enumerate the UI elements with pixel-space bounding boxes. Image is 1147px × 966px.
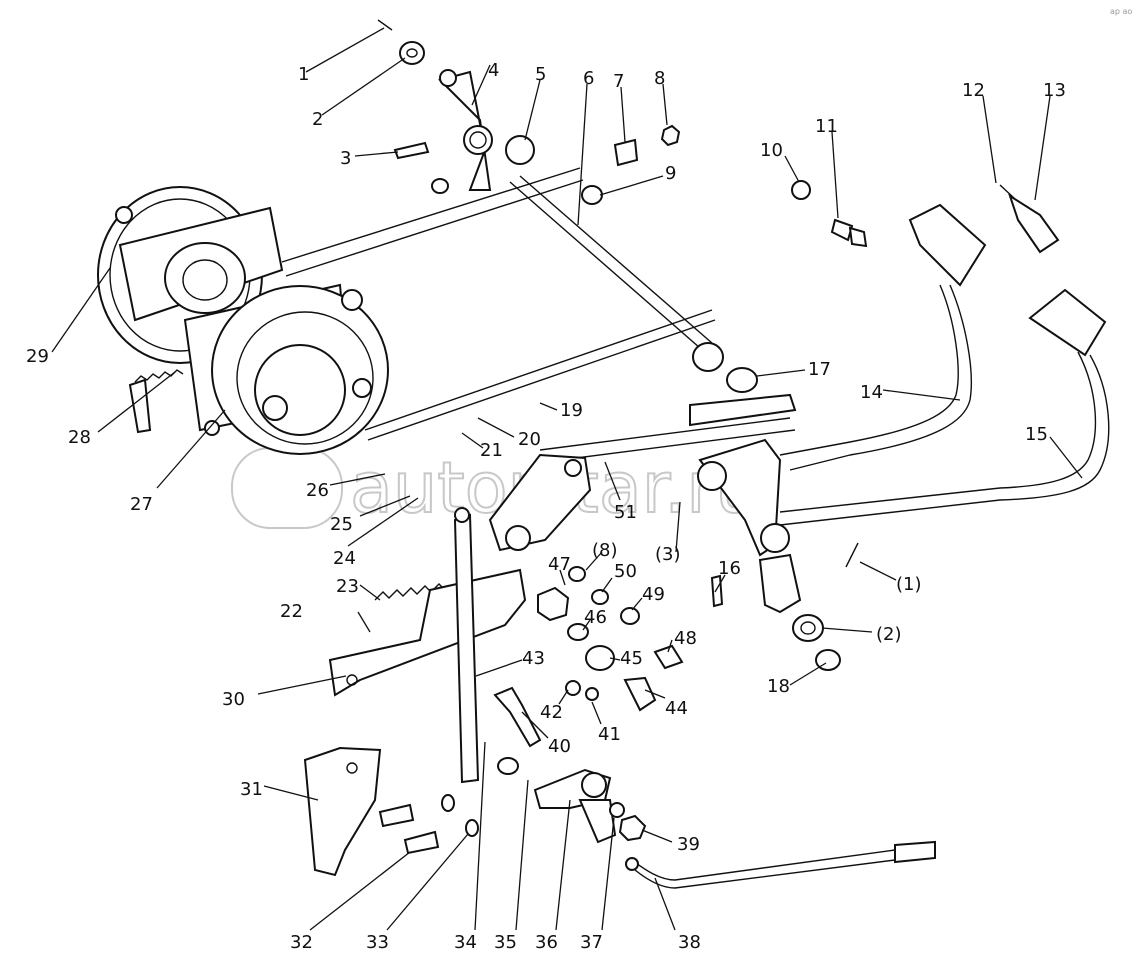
pin-1b: [845, 542, 859, 568]
hardware-cluster: [493, 566, 684, 748]
callout-36: 36: [535, 932, 558, 953]
callout-21: 21: [480, 440, 503, 461]
bushing-7: [613, 138, 639, 167]
bracket-30: [328, 568, 527, 697]
washer-2b: [792, 614, 824, 642]
callout-8-paren: (8): [592, 540, 618, 561]
lever-36: [533, 768, 617, 844]
bolts-32: [378, 803, 440, 855]
callout-11: 11: [815, 116, 838, 137]
callout-5: 5: [535, 64, 546, 85]
callout-26: 26: [306, 480, 329, 501]
callout-19: 19: [560, 400, 583, 421]
callout-8: 8: [654, 68, 665, 89]
pedal-14: [779, 203, 987, 471]
callout-49: 49: [642, 584, 665, 605]
callout-18: 18: [767, 676, 790, 697]
pin-1: [377, 19, 393, 31]
callout-4: 4: [488, 60, 499, 81]
fitting-16: [710, 574, 724, 608]
callout-labels: 1 2 3 4 5 6 7 8 9 10 11 12 13 14 15 16 1…: [26, 60, 1066, 953]
leader-lines: [51, 27, 1083, 931]
brake-chamber-27: [183, 283, 389, 455]
nut-39: [618, 814, 647, 842]
washer-small: [431, 178, 449, 194]
nut-8: [660, 124, 681, 147]
callout-42: 42: [540, 702, 563, 723]
callout-25: 25: [330, 514, 353, 535]
callout-9: 9: [665, 163, 676, 184]
callout-29: 29: [26, 346, 49, 367]
shafts: [281, 167, 796, 463]
callout-35: 35: [494, 932, 517, 953]
callout-41: 41: [598, 724, 621, 745]
pedal-15: [779, 288, 1110, 526]
callout-45: 45: [620, 648, 643, 669]
callout-39: 39: [677, 834, 700, 855]
callout-16: 16: [718, 558, 741, 579]
callout-44: 44: [665, 698, 688, 719]
washer-10: [791, 180, 811, 200]
bolt-11: [830, 218, 868, 248]
key-3: [393, 141, 430, 160]
callout-50: 50: [614, 561, 637, 582]
callout-6: 6: [583, 68, 594, 89]
callout-1-paren: (1): [896, 574, 922, 595]
callout-51: 51: [614, 502, 637, 523]
pin-12: [999, 184, 1015, 199]
callout-48: 48: [674, 628, 697, 649]
lever-4: [438, 69, 493, 191]
callout-46: 46: [584, 607, 607, 628]
callout-40: 40: [548, 736, 571, 757]
callout-10: 10: [760, 140, 783, 161]
line-38: [625, 840, 936, 889]
callout-22: 22: [280, 601, 303, 622]
callout-23: 23: [336, 576, 359, 597]
pad-13: [1008, 193, 1060, 254]
pushrod-19: [689, 393, 797, 427]
callout-24: 24: [333, 548, 356, 569]
callout-3: 3: [340, 148, 351, 169]
ring-9: [581, 185, 603, 205]
callout-32: 32: [290, 932, 313, 953]
washer-34: [497, 757, 519, 775]
bushing-5: [505, 135, 535, 165]
callout-3-paren: (3): [655, 544, 681, 565]
callout-34: 34: [454, 932, 477, 953]
callout-14: 14: [860, 382, 883, 403]
callout-20: 20: [518, 429, 541, 450]
callout-12: 12: [962, 80, 985, 101]
clevis-17: [692, 342, 758, 393]
callout-1: 1: [298, 64, 309, 85]
washers-33: [441, 794, 479, 837]
callout-43: 43: [522, 648, 545, 669]
callout-15: 15: [1025, 424, 1048, 445]
lever-51: [488, 453, 592, 552]
corner-mark: ap ao: [1110, 7, 1132, 16]
callout-33: 33: [366, 932, 389, 953]
callout-47: 47: [548, 554, 571, 575]
callout-38: 38: [678, 932, 701, 953]
washer-2: [399, 41, 425, 65]
callout-17: 17: [808, 359, 831, 380]
callout-37: 37: [580, 932, 603, 953]
callout-28: 28: [68, 427, 91, 448]
link-43: [453, 507, 480, 784]
callout-27: 27: [130, 494, 153, 515]
washer-37: [609, 802, 625, 818]
callout-2-paren: (2): [876, 624, 902, 645]
callout-31: 31: [240, 779, 263, 800]
callout-13: 13: [1043, 80, 1066, 101]
callout-30: 30: [222, 689, 245, 710]
callout-2: 2: [312, 109, 323, 130]
callout-7: 7: [613, 71, 624, 92]
lever-right: [697, 438, 802, 614]
bracket-31: [303, 746, 382, 877]
